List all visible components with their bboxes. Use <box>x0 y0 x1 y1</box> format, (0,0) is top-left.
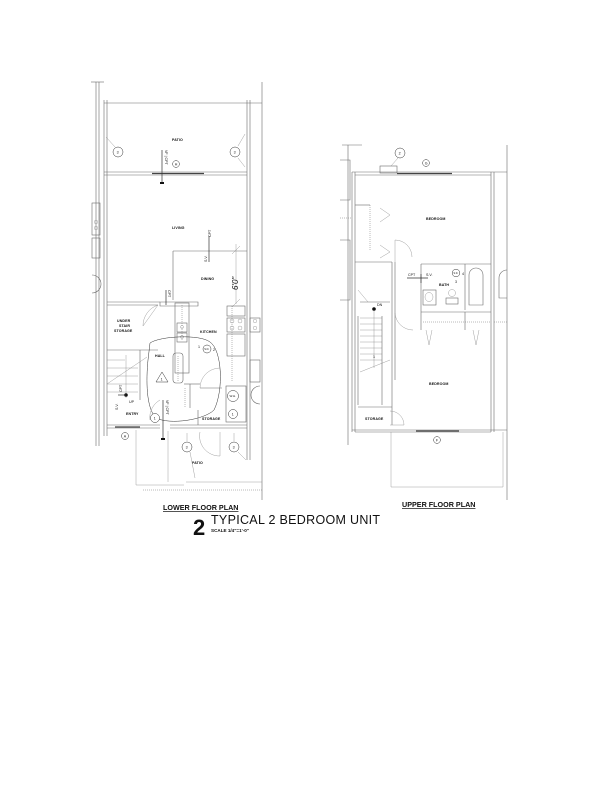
room-label-patio-bottom: PATIO <box>192 461 203 465</box>
lower-floor-plan: PATIO 3 3 H VF | CPT LIVING DINING CPT S… <box>91 81 263 512</box>
up-label: UP <box>129 400 135 404</box>
room-label-bedroom-top: BEDROOM <box>426 217 445 221</box>
smoke-detector-lower: S.D. <box>204 347 209 351</box>
room-label-hall: HALL <box>155 354 166 358</box>
room-label-entry: ENTRY <box>126 412 139 416</box>
tag-circle-patio-right: 3 <box>234 151 236 155</box>
smoke-detector-upper: S.D. <box>454 272 459 275</box>
room-label-patio-top: PATIO <box>172 138 183 142</box>
upper-floor-plan-title: UPPER FLOOR PLAN <box>402 500 475 509</box>
tag-circle-bottom-right: 3 <box>233 445 235 449</box>
lower-floor-plan-title: LOWER FLOOR PLAN <box>163 503 238 512</box>
tag-window-f: F <box>436 438 439 442</box>
flooring-transition-top: VF | CPT <box>164 150 168 166</box>
dn-label: DN <box>377 303 383 307</box>
water-heater-label: W.H. <box>230 394 237 398</box>
room-label-bedroom-bottom: BEDROOM <box>429 382 448 386</box>
room-label-storage-upper: STORAGE <box>365 417 384 421</box>
tag-window-h: H <box>175 162 178 166</box>
room-label-living: LIVING <box>172 226 185 230</box>
room-label-dining: DINING <box>201 277 214 281</box>
tag-window-g: G <box>425 161 428 165</box>
room-label-bath: BATH <box>439 283 449 287</box>
upper-floor-plan: 2 G BEDROOM BATH CPT S.V. <box>340 144 508 509</box>
sv-label-upper: S.V. <box>204 256 208 262</box>
cpt-label-upper: CPT <box>208 229 212 237</box>
room-label-storage-under-stair: STORAGE <box>114 329 133 333</box>
sv-label-upper: S.V. <box>426 273 432 277</box>
tag-circle-wh: 1 <box>232 412 234 416</box>
sd-side-1: 1 <box>198 345 200 349</box>
sd-upper-side-right: 4 <box>462 272 464 276</box>
cpt-label-hall: CPT <box>167 290 171 298</box>
room-label-stair: STAIR <box>119 324 130 328</box>
dimension-6ft: 6'0" <box>231 276 240 290</box>
cpt-label-upper: CPT <box>408 273 416 277</box>
tag-circle-patio-left: 3 <box>117 151 119 155</box>
flooring-transition-bottom: VF | CPT <box>165 400 169 416</box>
cpt-label-stair: CPT <box>119 384 123 392</box>
tag-circle-entry: 1 <box>154 416 156 420</box>
tag-circle-bottom-left: 3 <box>186 445 188 449</box>
sd-side-2: 2 <box>213 348 215 352</box>
room-label-storage: STORAGE <box>202 417 221 421</box>
sv-label-stair: S.V. <box>115 404 119 410</box>
triangle-tag: 1 <box>161 378 163 382</box>
drawing-scale: SCALE 1/4"=1'-0" <box>211 528 249 533</box>
room-label-under: UNDER <box>117 319 131 323</box>
tag-window-a: A <box>124 434 127 438</box>
sd-upper-side-bottom: 3 <box>455 280 457 284</box>
drawing-number: 2 <box>193 515 205 540</box>
tag-circle-upper: 2 <box>399 151 401 155</box>
drawing-title: TYPICAL 2 BEDROOM UNIT <box>211 513 380 527</box>
drawing-title-block: 2 TYPICAL 2 BEDROOM UNIT SCALE 1/4"=1'-0… <box>193 513 380 540</box>
stair-arrow-num: 1 <box>373 355 375 359</box>
room-label-kitchen: KITCHEN <box>200 330 217 334</box>
